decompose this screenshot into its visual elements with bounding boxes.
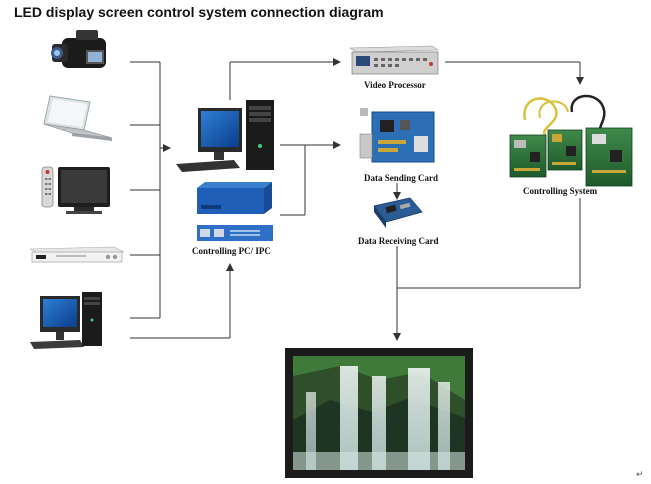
- desktop-pc-icon: [30, 292, 102, 349]
- controlling-pc-label: Controlling PC/ IPC: [192, 246, 271, 256]
- data-sending-card-icon: [359, 108, 435, 163]
- diagram-title: LED display screen control system connec…: [14, 4, 384, 20]
- connection-lines: [130, 58, 584, 341]
- paragraph-return-mark: ↵: [636, 470, 644, 480]
- controlling-system-label: Controlling System: [523, 186, 598, 196]
- data-receiving-card-icon: [373, 197, 423, 228]
- data-receiving-card-label: Data Receiving Card: [358, 236, 439, 246]
- laptop-icon: [43, 95, 113, 141]
- controlling-system-icon: [509, 94, 633, 187]
- data-sending-card-label: Data Sending Card: [364, 173, 439, 183]
- ipc-server-icon: [197, 182, 272, 214]
- video-processor-label: Video Processor: [364, 80, 426, 90]
- led-screen-icon: [285, 348, 473, 478]
- television-icon: [58, 167, 110, 214]
- controlling-pc-icon: [176, 100, 274, 172]
- camcorder-icon: [51, 30, 106, 68]
- dvd-player-icon: [29, 246, 125, 263]
- video-processor-icon: [349, 45, 439, 75]
- remote-control-icon: [41, 166, 54, 208]
- ipc-rack-icon: [197, 225, 273, 241]
